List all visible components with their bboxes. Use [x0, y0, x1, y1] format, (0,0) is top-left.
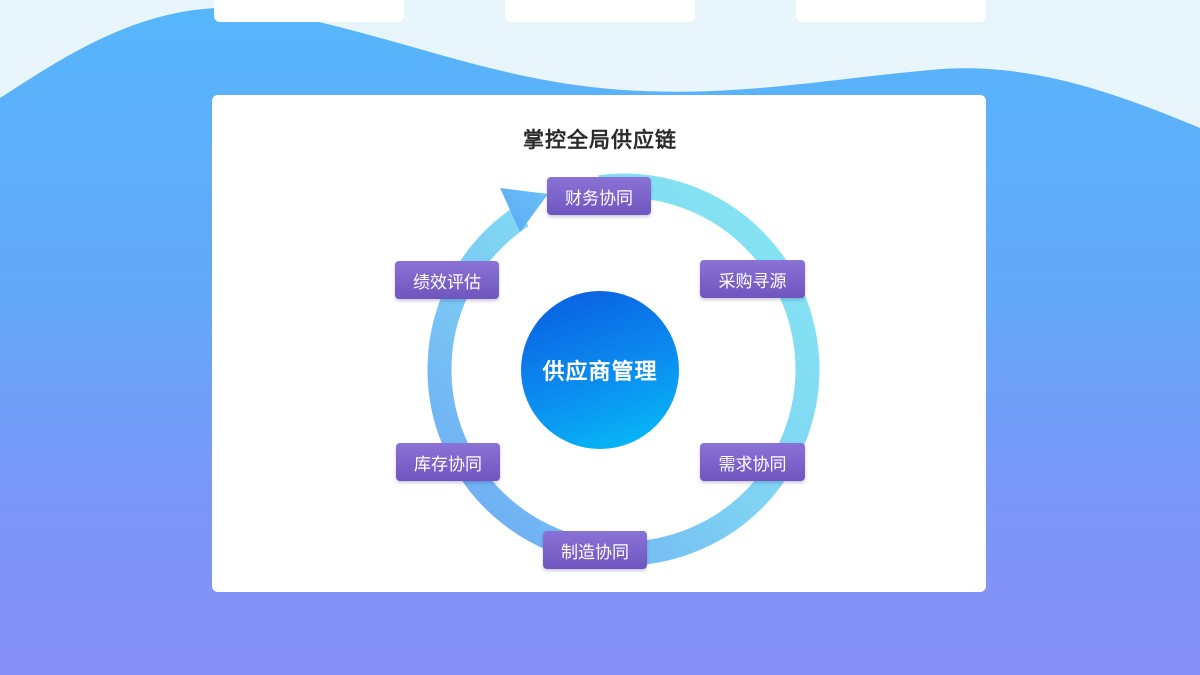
- top-card-middle: [505, 0, 695, 22]
- node-performance: 绩效评估: [395, 261, 499, 299]
- node-sourcing: 采购寻源: [700, 260, 805, 298]
- node-finance: 财务协同: [547, 177, 651, 215]
- node-demand: 需求协同: [700, 443, 805, 481]
- center-hub: 供应商管理: [521, 291, 679, 449]
- node-manufacturing: 制造协同: [543, 531, 647, 569]
- cycle-arrow-head: [500, 188, 548, 232]
- background-wave: [0, 0, 1200, 128]
- top-card-left: [214, 0, 404, 22]
- page-title: 掌控全局供应链: [523, 128, 677, 152]
- node-inventory: 库存协同: [396, 443, 500, 481]
- top-card-right: [796, 0, 986, 22]
